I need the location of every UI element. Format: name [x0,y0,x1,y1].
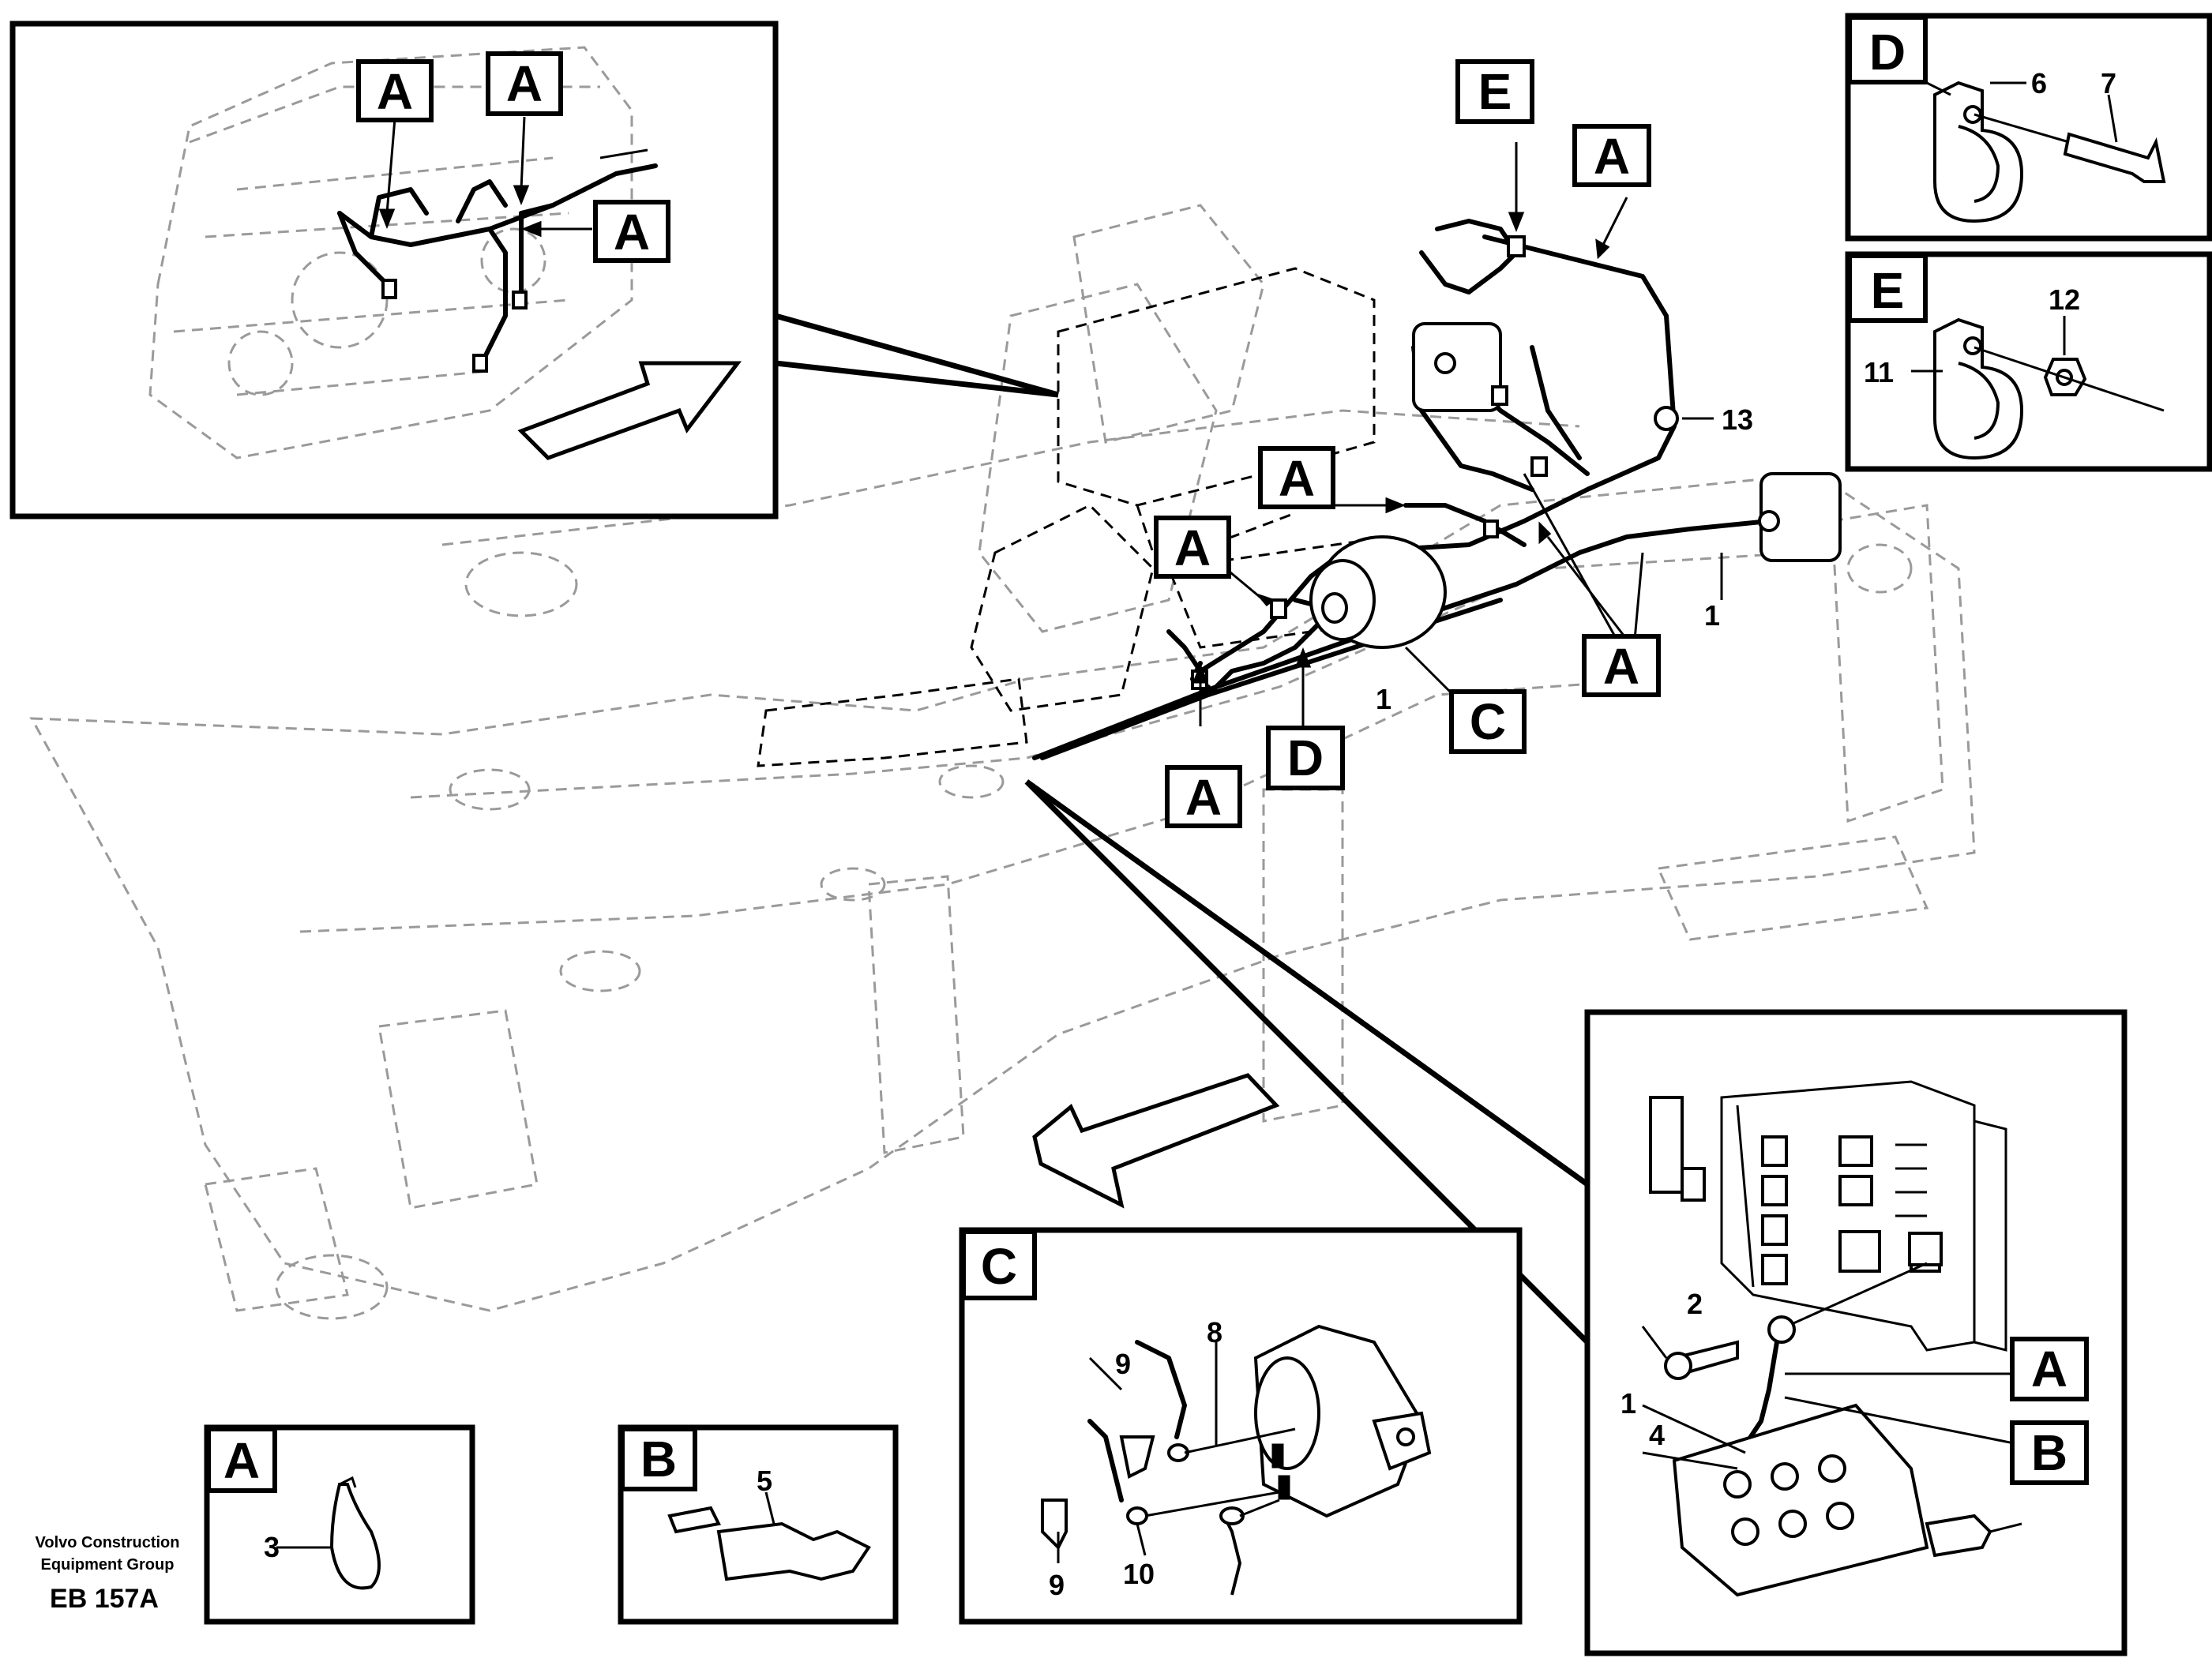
starter-motor-main [1309,535,1447,649]
svg-text:E: E [1478,63,1512,120]
part-number-8: 8 [1207,1316,1222,1349]
callout-a-main-4: A [1582,634,1661,697]
svg-text:E: E [1871,262,1905,319]
svg-text:C: C [1470,693,1506,750]
callout-a-main-3: A [1154,516,1231,579]
direction-arrow [1032,1073,1280,1209]
detail-b-panel: B [618,1424,899,1625]
fuse-panel-detail: A B [1584,1009,2128,1656]
svg-text:A: A [2031,1341,2067,1397]
svg-text:A: A [614,204,650,261]
part-number-4: 4 [1649,1419,1665,1451]
part-number-11: 11 [1864,356,1894,388]
part-number-1-center: 1 [1376,683,1391,715]
svg-text:A: A [1603,638,1639,695]
svg-text:A: A [1185,769,1222,826]
detail-c-panel: C [959,1227,1523,1625]
part-number-3: 3 [264,1531,280,1563]
drawing-code: EB 157A [50,1584,159,1614]
part-number-9-lower: 9 [1049,1569,1065,1601]
part-number-6: 6 [2031,67,2047,99]
svg-text:A: A [506,55,543,112]
chassis-frame-outline [29,204,1976,1320]
svg-text:A: A [1594,128,1630,185]
engine-detail-leaders [775,313,1059,398]
callout-a-main-5: A [1165,765,1242,828]
detail-e-panel: E [1845,251,2212,472]
engine-detail-panel: A A A [9,21,779,520]
svg-text:B: B [640,1431,677,1487]
svg-text:A: A [1174,520,1211,576]
part-number-13: 13 [1722,403,1753,436]
main-wiring-harness [1032,219,1771,760]
company-block: Volvo Construction Equipment Group EB 15… [36,1534,180,1614]
svg-text:C: C [981,1238,1017,1295]
detail-a-panel: A [204,1424,475,1625]
callout-d-main: D [1266,726,1345,790]
svg-text:B: B [2031,1424,2067,1481]
svg-text:D: D [1287,730,1324,786]
connectors [1191,235,1679,690]
part-number-12: 12 [2049,283,2080,316]
company-name-line2: Equipment Group [41,1556,175,1574]
callout-a-main-1: A [1572,124,1651,187]
company-name-line1: Volvo Construction [36,1534,180,1551]
svg-text:D: D [1869,24,1906,81]
relay-box-upper [1412,322,1502,412]
part-number-7: 7 [2101,67,2116,99]
svg-text:A: A [1279,450,1315,507]
callout-e-main: E [1455,59,1534,124]
relay-box-right [1758,472,1842,562]
part-number-5: 5 [757,1465,772,1497]
part-number-1-fuse: 1 [1621,1387,1636,1420]
callout-a-main-2: A [1258,446,1335,509]
svg-text:A: A [377,63,413,120]
part-number-1-right: 1 [1704,599,1720,632]
detail-d-panel: D [1845,13,2212,242]
part-number-2: 2 [1687,1288,1703,1320]
part-number-9-upper: 9 [1115,1348,1131,1380]
part-number-10: 10 [1123,1558,1155,1590]
svg-text:A: A [223,1432,260,1489]
callout-c-main: C [1449,689,1527,754]
